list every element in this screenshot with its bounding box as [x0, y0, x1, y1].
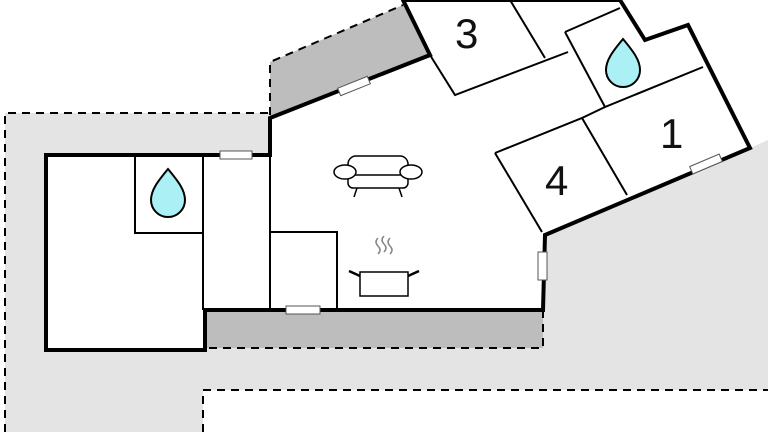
- room-label-4: 4: [545, 157, 568, 204]
- window: [689, 153, 723, 175]
- cooking-pot-icon: [348, 235, 420, 297]
- water-drop-icon: [604, 37, 642, 88]
- covered-area: [205, 4, 544, 349]
- window: [537, 251, 548, 281]
- windows: [219, 75, 723, 315]
- interior-walls: [134, 0, 704, 310]
- room-label-3: 3: [455, 10, 478, 57]
- sofa-icon: [333, 155, 423, 198]
- water-drop-icon: [149, 167, 187, 218]
- window: [337, 75, 371, 97]
- room-label-1: 1: [660, 110, 683, 157]
- window: [219, 150, 253, 160]
- room-labels: 3 4 1: [455, 10, 683, 204]
- window: [285, 305, 321, 315]
